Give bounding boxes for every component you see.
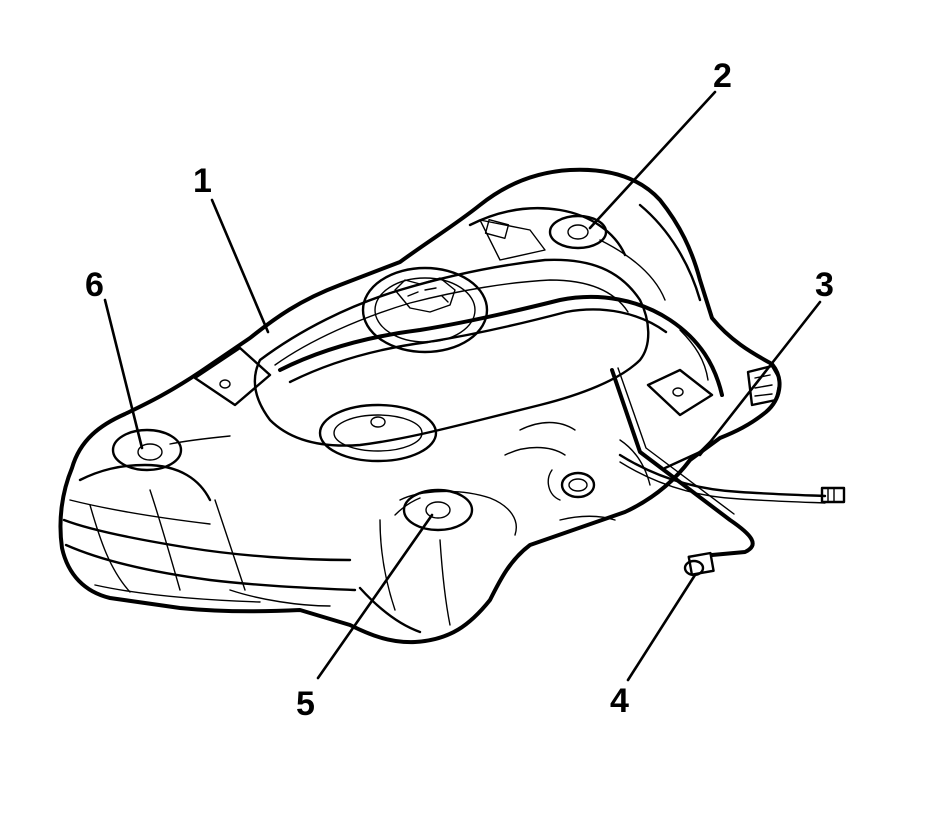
leader-line-1	[210, 198, 270, 334]
leader-line-5	[316, 513, 434, 680]
callout-5: 5	[296, 685, 315, 723]
leader-line-2	[588, 90, 717, 230]
callout-1: 1	[193, 162, 212, 200]
callout-6: 6	[85, 266, 104, 304]
fuel-tank	[58, 167, 782, 645]
leader-line-4	[626, 573, 697, 682]
vent-line	[618, 453, 846, 504]
mount-point-5	[394, 488, 474, 532]
callout-labels: 1 2 3 4 5 6	[85, 57, 834, 723]
leader-lines	[103, 90, 822, 682]
mount-point-6	[111, 428, 231, 472]
leader-line-6	[103, 298, 144, 450]
mount-point-2	[548, 214, 608, 250]
callout-4: 4	[610, 682, 629, 720]
callout-2: 2	[713, 57, 732, 95]
callout-3: 3	[815, 266, 834, 304]
leader-line-3	[698, 300, 822, 457]
